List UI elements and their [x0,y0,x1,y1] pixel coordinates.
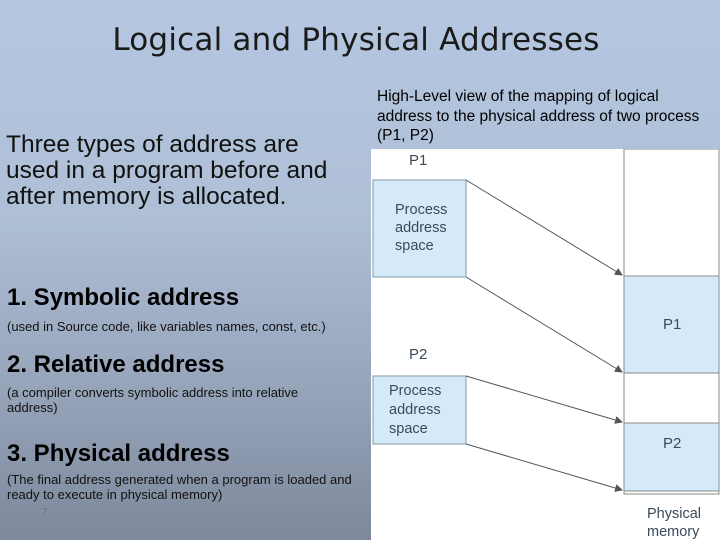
process-p1-label: P1 [409,152,427,169]
symbolic-address-note: (used in Source code, like variables nam… [7,319,326,334]
mapping-line-p1-top [465,179,623,276]
physical-memory-p2-region [623,422,720,492]
mapping-line-p1-bottom [465,276,623,373]
process-p1-box-line1: Process [395,202,447,218]
process-p2-label: P2 [409,346,427,363]
relative-address-note: (a compiler converts symbolic address in… [7,385,299,415]
slide-title: Logical and Physical Addresses [112,22,600,58]
address-mapping-diagram: P1 Process address space P2 Process addr… [371,149,720,540]
physical-memory-label-line1: Physical [647,506,701,522]
physical-memory-p1-region [623,275,720,374]
process-p1-box-line2: address [395,220,447,236]
process-p2-box-line1: Process [389,383,441,399]
process-p2-box-line2: address [389,402,441,418]
process-p2-box-line3: space [389,421,428,437]
process-p1-box-line3: space [395,238,434,254]
physical-address-note: (The final address generated when a prog… [7,472,352,502]
process-p2-address-space [372,375,467,445]
physical-memory-label-line2: memory [647,524,700,540]
process-p1-address-space [372,179,467,278]
mapping-line-p2-top [465,375,623,424]
mapping-line-p2-bottom [465,443,623,492]
slide-number: 7 [42,507,48,518]
physical-memory-p2-label: P2 [663,435,681,452]
figure-caption: High-Level view of the mapping of logica… [377,88,700,144]
physical-address-heading: 3. Physical address [7,440,230,467]
intro-text: Three types of address are used in a pro… [6,131,328,210]
relative-address-heading: 2. Relative address [7,351,225,378]
physical-memory-p1-label: P1 [663,316,681,333]
symbolic-address-heading: 1. Symbolic address [7,284,240,311]
